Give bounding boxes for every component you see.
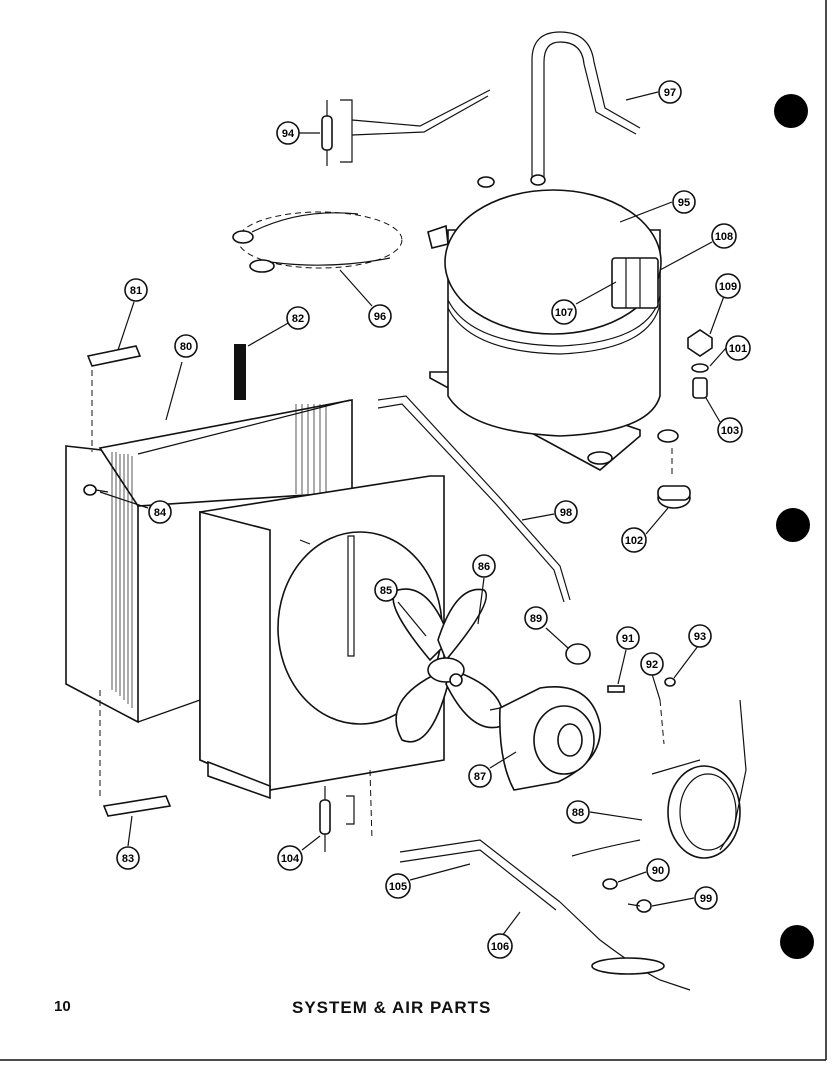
screw-84 — [83, 484, 109, 496]
callout-91: 91 — [616, 626, 640, 650]
svg-text:80: 80 — [180, 341, 192, 353]
callout-108: 108 — [711, 223, 737, 249]
fan-motor — [489, 686, 602, 791]
svg-text:96: 96 — [374, 311, 386, 323]
callout-86: 86 — [472, 554, 496, 578]
svg-text:85: 85 — [380, 585, 392, 597]
washer-screw — [602, 878, 652, 913]
callout-102: 102 — [621, 527, 647, 553]
discharge-tube — [531, 31, 641, 178]
svg-text:101: 101 — [729, 343, 747, 355]
callout-90: 90 — [646, 858, 670, 882]
mount-hardware — [657, 329, 713, 509]
motor-mount-hardware — [607, 677, 676, 745]
fan-blade — [392, 588, 504, 743]
svg-text:92: 92 — [646, 659, 658, 671]
svg-text:105: 105 — [389, 881, 407, 893]
svg-text:97: 97 — [664, 87, 676, 99]
callout-89-screw: 99 — [694, 886, 718, 910]
callout-82: 82 — [286, 306, 310, 330]
svg-text:103: 103 — [721, 425, 739, 437]
svg-text:87: 87 — [474, 771, 486, 783]
svg-text:98: 98 — [560, 507, 572, 519]
capacitor — [565, 643, 591, 665]
svg-text:84: 84 — [154, 507, 167, 519]
callout-88: 88 — [566, 800, 590, 824]
binder-hole — [780, 925, 814, 959]
svg-text:81: 81 — [130, 285, 142, 297]
svg-text:94: 94 — [282, 128, 295, 140]
svg-text:102: 102 — [625, 535, 643, 547]
svg-text:83: 83 — [122, 853, 134, 865]
svg-text:109: 109 — [719, 281, 737, 293]
svg-text:106: 106 — [491, 941, 509, 953]
callout-107: 107 — [551, 299, 577, 325]
callout-80: 80 — [174, 334, 198, 358]
fan-shroud — [199, 475, 445, 800]
callout-106: 106 — [487, 933, 513, 959]
svg-text:88: 88 — [572, 807, 584, 819]
callout-97: 97 — [658, 80, 682, 104]
svg-text:107: 107 — [555, 307, 573, 319]
coil-bracket-bottom — [102, 795, 172, 817]
binder-hole — [774, 94, 808, 128]
svg-text:90: 90 — [652, 865, 664, 877]
callout-98: 98 — [554, 500, 578, 524]
callout-81: 81 — [124, 278, 148, 302]
motor-mount-ring — [571, 699, 747, 859]
callout-92: 92 — [640, 652, 664, 676]
binder-hole — [776, 508, 810, 542]
capillary-assembly — [369, 769, 691, 991]
callout-84: 84 — [148, 500, 172, 524]
callout-85: 85 — [374, 578, 398, 602]
callout-93: 93 — [688, 624, 712, 648]
svg-text:86: 86 — [478, 561, 490, 573]
callout-103: 103 — [717, 417, 743, 443]
suction-tube — [377, 395, 571, 603]
callout-94: 94 — [276, 121, 300, 145]
svg-text:89: 89 — [530, 613, 542, 625]
callout-96: 96 — [368, 304, 392, 328]
svg-text:108: 108 — [715, 231, 733, 243]
callout-89-capacitor: 89 — [524, 606, 548, 630]
compressor — [427, 174, 679, 471]
page-title: SYSTEM & AIR PARTS — [292, 998, 492, 1017]
callout-87: 87 — [468, 764, 492, 788]
callout-95: 95 — [672, 190, 696, 214]
callout-leaders — [99, 91, 727, 937]
callout-109: 109 — [715, 273, 741, 299]
condenser-coil — [65, 344, 353, 800]
svg-text:93: 93 — [694, 631, 706, 643]
drier-assembly — [321, 89, 491, 166]
overload-harness — [232, 211, 403, 273]
callout-101: 101 — [725, 335, 751, 361]
svg-text:95: 95 — [678, 197, 690, 209]
svg-text:82: 82 — [292, 313, 304, 325]
coil-bracket-top — [86, 345, 142, 367]
page-number: 10 — [54, 998, 71, 1015]
svg-text:91: 91 — [622, 633, 634, 645]
callout-104: 104 — [277, 845, 303, 871]
drier-104 — [319, 786, 355, 852]
callout-105: 105 — [385, 873, 411, 899]
svg-text:99: 99 — [700, 893, 712, 905]
callout-83: 83 — [116, 846, 140, 870]
svg-text:104: 104 — [281, 853, 300, 865]
